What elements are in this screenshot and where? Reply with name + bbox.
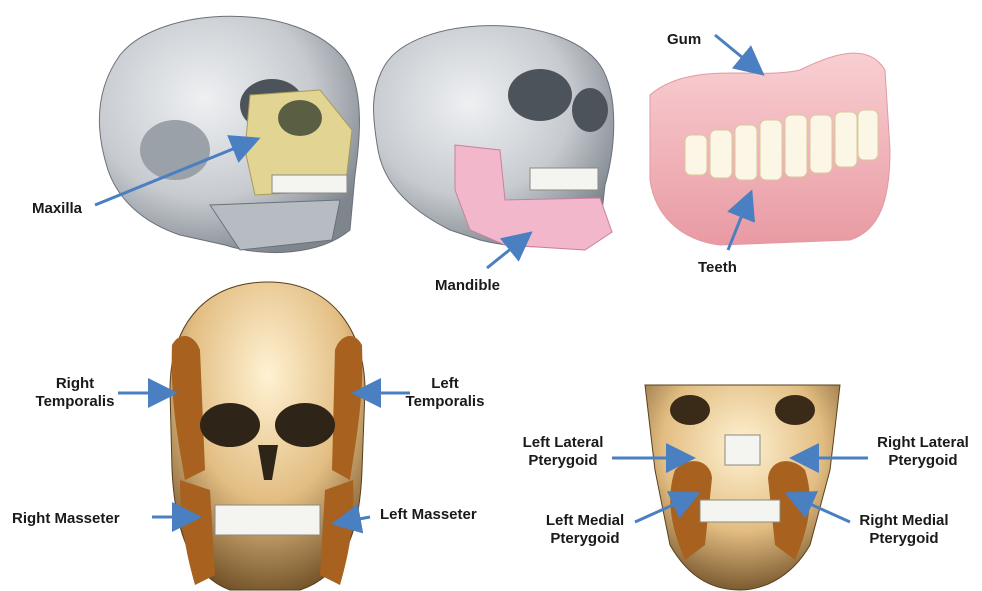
mandible-skull-illustration <box>374 26 614 250</box>
label-left-masseter: Left Masseter <box>380 506 477 524</box>
denture-illustration <box>650 53 890 245</box>
label-maxilla: Maxilla <box>32 200 82 218</box>
label-mandible: Mandible <box>435 277 500 295</box>
label-gum: Gum <box>667 31 701 49</box>
label-left-temporalis: Left Temporalis <box>400 375 490 411</box>
label-right-lateral-pterygoid-line2: Pterygoid <box>866 452 980 470</box>
label-right-temporalis-line2: Temporalis <box>30 393 120 411</box>
label-right-temporalis: Right Temporalis <box>30 375 120 411</box>
front-skull-illustration <box>170 282 365 590</box>
label-right-medial-pterygoid-line1: Right Medial <box>847 512 961 530</box>
arrow-gum <box>715 35 760 72</box>
label-right-temporalis-line1: Right <box>30 375 120 393</box>
label-right-lateral-pterygoid-line1: Right Lateral <box>866 434 980 452</box>
label-left-medial-pterygoid-line1: Left Medial <box>535 512 635 530</box>
label-left-lateral-pterygoid-line1: Left Lateral <box>508 434 618 452</box>
label-left-temporalis-line2: Temporalis <box>400 393 490 411</box>
label-left-medial-pterygoid: Left Medial Pterygoid <box>535 512 635 548</box>
label-right-lateral-pterygoid: Right Lateral Pterygoid <box>866 434 980 470</box>
label-right-medial-pterygoid-line2: Pterygoid <box>847 530 961 548</box>
label-teeth: Teeth <box>698 259 737 277</box>
label-right-medial-pterygoid: Right Medial Pterygoid <box>847 512 961 548</box>
maxilla-skull-illustration <box>99 16 359 252</box>
pterygoid-illustration <box>645 385 840 590</box>
label-left-temporalis-line1: Left <box>400 375 490 393</box>
label-right-masseter: Right Masseter <box>12 510 120 528</box>
label-left-lateral-pterygoid: Left Lateral Pterygoid <box>508 434 618 470</box>
label-left-lateral-pterygoid-line2: Pterygoid <box>508 452 618 470</box>
label-left-medial-pterygoid-line2: Pterygoid <box>535 530 635 548</box>
